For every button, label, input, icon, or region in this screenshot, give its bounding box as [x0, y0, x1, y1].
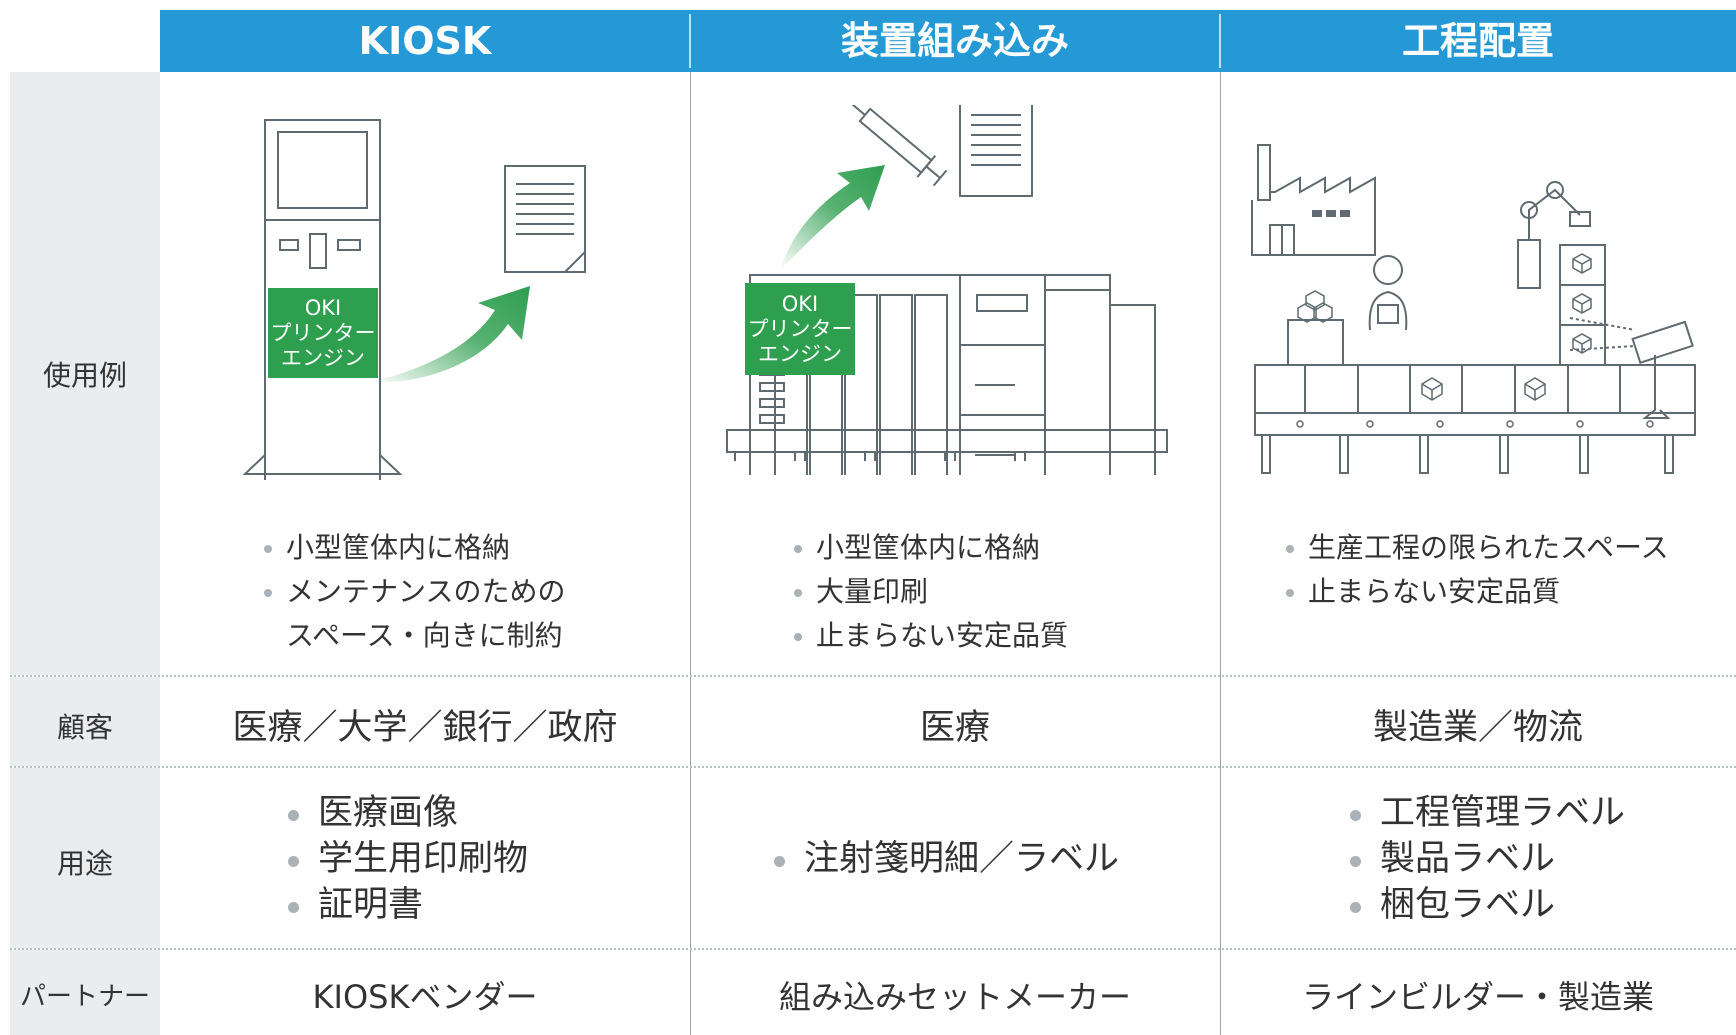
- list-item: 医療画像: [284, 790, 528, 836]
- illus-label-line1: OKI: [782, 292, 819, 316]
- column-divider: [690, 72, 691, 1035]
- list-item: 小型筐体内に格納: [792, 526, 1068, 570]
- row-label-customer: 顧客: [56, 711, 113, 744]
- kiosk-illustration: OKI プリンター エンジン: [242, 119, 586, 480]
- row-divider: [10, 675, 1736, 677]
- list-item: 生産工程の限られたスペース: [1284, 526, 1669, 570]
- process-partner: ラインビルダー・製造業: [1301, 978, 1654, 1016]
- row-label-partner: パートナー: [19, 982, 150, 1012]
- row-divider: [10, 766, 1736, 768]
- row-label-cell-usage: [10, 72, 160, 675]
- kiosk-partner: KIOSKベンダー: [312, 978, 538, 1016]
- embedded-device-illustration: OKI プリンター エンジン: [726, 105, 1168, 475]
- list-item: 梱包ラベル: [1346, 882, 1625, 928]
- column-header-kiosk: KIOSK: [358, 19, 492, 63]
- list-item: 製品ラベル: [1346, 836, 1625, 882]
- row-label-cell-customer: [10, 677, 160, 766]
- list-item: 注射箋明細／ラベル: [770, 836, 1119, 882]
- header-bar: [160, 10, 1736, 72]
- illus-label-line1: OKI: [305, 296, 342, 320]
- list-item: 止まらない安定品質: [792, 614, 1068, 658]
- list-item: メンテナンスのための: [262, 570, 565, 614]
- row-divider: [10, 948, 1736, 950]
- embedded-purpose-list: 注射箋明細／ラベル: [770, 836, 1119, 882]
- kiosk-features-list: 小型筐体内に格納 メンテナンスのための スペース・向きに制約: [262, 526, 565, 658]
- list-item: 学生用印刷物: [284, 836, 528, 882]
- list-item: 止まらない安定品質: [1284, 570, 1669, 614]
- column-header-embedded: 装置組み込み: [840, 19, 1069, 63]
- kiosk-purpose-list: 医療画像 学生用印刷物 証明書: [284, 790, 528, 928]
- kiosk-customer: 医療／大学／銀行／政府: [232, 708, 618, 748]
- process-features-list: 生産工程の限られたスペース 止まらない安定品質: [1284, 526, 1669, 614]
- list-item: 工程管理ラベル: [1346, 790, 1625, 836]
- header-divider: [689, 14, 691, 68]
- column-divider: [1220, 72, 1221, 1035]
- row-label-purpose: 用途: [56, 847, 113, 880]
- row-label-usage: 使用例: [42, 359, 127, 392]
- header-divider: [1219, 14, 1221, 68]
- row-label-cell-purpose: [10, 768, 160, 948]
- process-purpose-list: 工程管理ラベル 製品ラベル 梱包ラベル: [1346, 790, 1625, 928]
- illus-label-line3: エンジン: [281, 346, 365, 370]
- illus-label-line2: プリンター: [271, 321, 376, 345]
- list-item: 小型筐体内に格納: [262, 526, 565, 570]
- list-item-continuation: スペース・向きに制約: [286, 619, 563, 652]
- embedded-partner: 組み込みセットメーカー: [778, 978, 1131, 1016]
- row-label-cell-partner: [10, 950, 160, 1035]
- list-item: 大量印刷: [792, 570, 1068, 614]
- process-customer: 製造業／物流: [1372, 708, 1583, 748]
- embedded-features-list: 小型筐体内に格納 大量印刷 止まらない安定品質: [792, 526, 1068, 658]
- embedded-customer: 医療: [919, 708, 990, 748]
- illus-label-line2: プリンター: [748, 317, 853, 341]
- illus-label-line3: エンジン: [758, 342, 842, 366]
- column-header-process: 工程配置: [1401, 19, 1554, 63]
- factory-line-illustration: [1251, 144, 1696, 474]
- list-item: 証明書: [284, 882, 528, 928]
